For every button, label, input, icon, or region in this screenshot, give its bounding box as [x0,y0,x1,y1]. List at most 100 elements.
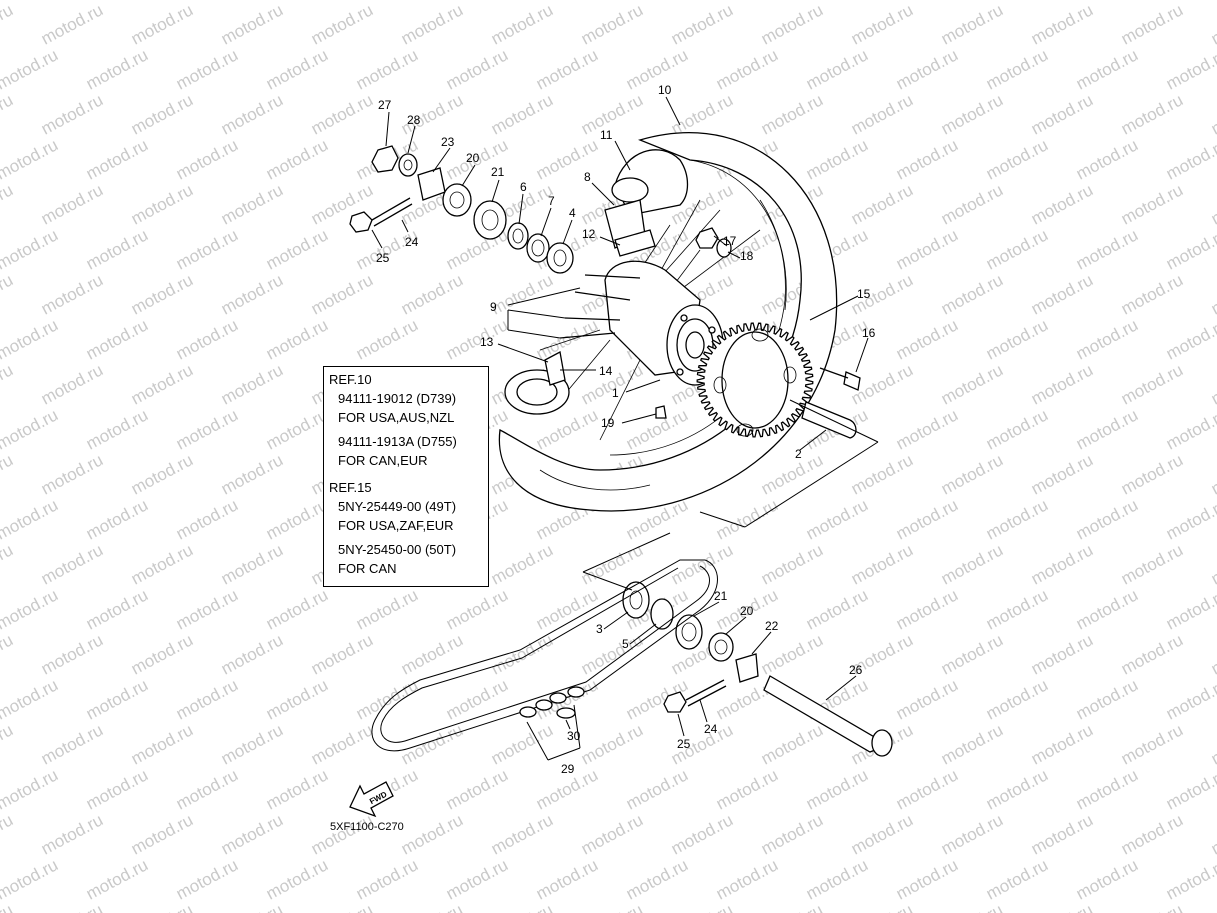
watermark-text: motod.ru [983,495,1051,543]
watermark-text: motod.ru [848,0,916,48]
watermark-text: motod.ru [848,540,916,588]
watermark-text: motod.ru [578,810,646,858]
watermark-text: motod.ru [1028,360,1096,408]
watermark-text: motod.ru [443,675,511,723]
watermark-text: motod.ru [1208,360,1217,408]
watermark-text: motod.ru [83,675,151,723]
watermark-text: motod.ru [1163,225,1217,273]
callout-22: 22 [765,619,779,633]
watermark-text: motod.ru [983,585,1051,633]
watermark-text: motod.ru [893,405,961,453]
watermark-text: motod.ru [983,315,1051,363]
watermark-text: motod.ru [0,405,61,453]
watermark-text: motod.ru [938,900,1006,913]
ref10-line1: 94111-19012 (D739) [338,391,457,406]
watermark-text: motod.ru [0,0,16,48]
watermark-text: motod.ru [1208,90,1217,138]
watermark-text: motod.ru [398,900,466,913]
watermark-text: motod.ru [1163,765,1217,813]
callout-28: 28 [407,113,421,127]
watermark-text: motod.ru [578,630,646,678]
watermark-text: motod.ru [1028,90,1096,138]
watermark-text: motod.ru [128,90,196,138]
rim-tube [604,149,689,257]
brake-disc [504,351,570,415]
watermark-text: motod.ru [353,45,421,93]
watermark-text: motod.ru [0,315,61,363]
watermark-text: motod.ru [443,585,511,633]
watermark-text: motod.ru [713,855,781,903]
watermark-text: motod.ru [668,90,736,138]
watermark-text: motod.ru [1028,900,1096,913]
callout-21a: 21 [491,165,505,179]
watermark-text: motod.ru [1118,900,1186,913]
callout-labels: 1 2 3 4 5 6 7 8 9 10 11 12 13 14 15 16 1… [376,83,876,776]
watermark-text: motod.ru [173,45,241,93]
watermark-text: motod.ru [983,675,1051,723]
watermark-text: motod.ru [488,720,556,768]
watermark-text: motod.ru [758,630,826,678]
watermark-text: motod.ru [263,675,331,723]
watermark-text: motod.ru [218,900,286,913]
watermark-text: motod.ru [308,630,376,678]
watermark-text: motod.ru [713,765,781,813]
watermark-text: motod.ru [803,495,871,543]
watermark-text: motod.ru [0,630,16,678]
watermark-text: motod.ru [398,0,466,48]
watermark-text: motod.ru [83,315,151,363]
watermark-text: motod.ru [128,900,196,913]
callout-24a: 24 [405,235,419,249]
watermark-text: motod.ru [983,45,1051,93]
watermark-text: motod.ru [1208,810,1217,858]
watermark-text: motod.ru [38,450,106,498]
watermark-text: motod.ru [443,765,511,813]
watermark-text: motod.ru [128,810,196,858]
watermark-text: motod.ru [488,630,556,678]
watermark-text: motod.ru [353,675,421,723]
watermark-text: motod.ru [533,135,601,183]
watermark-text: motod.ru [398,270,466,318]
callout-15: 15 [857,287,871,301]
callout-12: 12 [582,227,596,241]
watermark-text: motod.ru [1208,0,1217,48]
watermark-text: motod.ru [938,270,1006,318]
watermark-text: motod.ru [263,495,331,543]
ref15-line3: 5NY-25450-00 (50T) [338,542,457,557]
watermark-text: motod.ru [668,900,736,913]
watermark-text: motod.ru [0,855,61,903]
watermark-text: motod.ru [353,855,421,903]
drive-chain [371,559,718,752]
watermark-text: motod.ru [353,225,421,273]
watermark-text: motod.ru [308,900,376,913]
watermark-text: motod.ru [128,180,196,228]
watermark-text: motod.ru [758,810,826,858]
watermark-text: motod.ru [1028,270,1096,318]
watermark-text: motod.ru [0,720,16,768]
callout-30: 30 [567,729,581,743]
watermark-text: motod.ru [1163,495,1217,543]
watermark-text: motod.ru [0,900,16,913]
watermark-text: motod.ru [668,0,736,48]
callout-14: 14 [599,364,613,378]
ref15-line2: FOR USA,ZAF,EUR [338,518,454,533]
watermark-text: motod.ru [173,315,241,363]
watermark-text: motod.ru [0,360,16,408]
sprocket [696,322,814,438]
watermark-text: motod.ru [263,855,331,903]
lower-axle-parts [622,581,893,757]
watermark-text: motod.ru [938,0,1006,48]
callout-26: 26 [849,663,863,677]
watermark-text: motod.ru [983,405,1051,453]
watermark-text: motod.ru [1118,180,1186,228]
watermark-text: motod.ru [1163,45,1217,93]
watermark-text: motod.ru [1118,630,1186,678]
watermark-text: motod.ru [578,720,646,768]
watermark-text: motod.ru [173,675,241,723]
watermark-text: motod.ru [443,45,511,93]
watermark-text: motod.ru [578,900,646,913]
watermark-text: motod.ru [308,0,376,48]
watermark-text: motod.ru [623,855,691,903]
watermark-text: motod.ru [38,360,106,408]
watermark-text: motod.ru [938,540,1006,588]
watermark-text: motod.ru [1073,45,1141,93]
